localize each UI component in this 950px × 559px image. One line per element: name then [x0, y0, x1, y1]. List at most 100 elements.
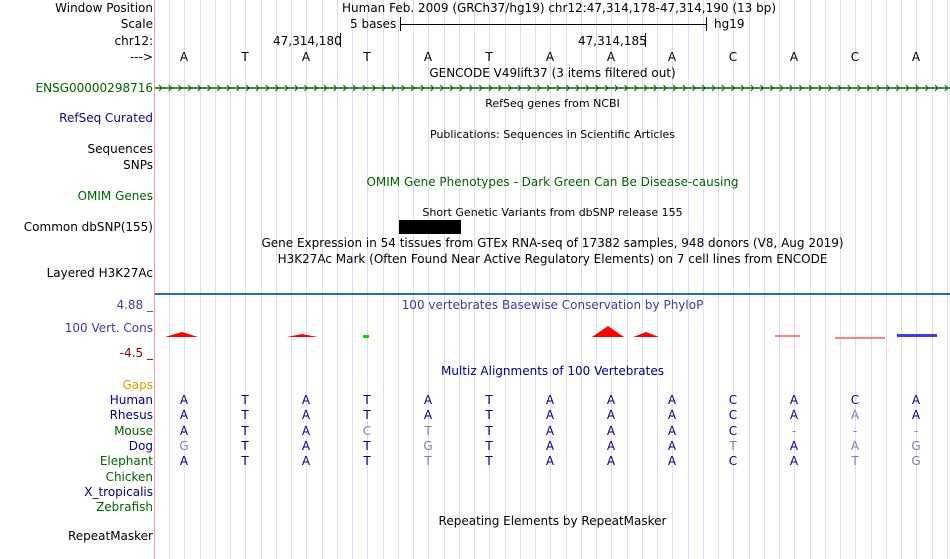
vert-cons-label[interactable]: 100 Vert. Cons: [64, 321, 153, 335]
alignment-base: A: [667, 438, 677, 453]
grid-line: [642, 0, 643, 559]
alignment-base: T: [241, 454, 249, 469]
alignment-base: T: [363, 454, 371, 469]
alignment-base: A: [606, 438, 616, 453]
grid-line: [749, 0, 750, 559]
gene-id-label[interactable]: ENSG00000298716: [35, 81, 153, 95]
alignment-base: G: [911, 454, 921, 469]
multiz-track-title: Multiz Alignments of 100 Vertebrates: [440, 364, 665, 378]
grid-line: [337, 0, 338, 559]
species-label-rhesus[interactable]: Rhesus: [109, 408, 153, 423]
alignment-base: T: [241, 423, 249, 438]
scale-label: Scale: [120, 17, 153, 31]
alignment-base: A: [911, 393, 921, 407]
grid-line: [535, 0, 536, 559]
position-tick: [340, 33, 341, 47]
grid-line: [489, 0, 490, 559]
grid-line: [215, 0, 216, 559]
alignment-base: A: [667, 408, 677, 423]
alignment-base: T: [485, 393, 493, 407]
grid-line: [596, 0, 597, 559]
alignment-base: A: [667, 454, 677, 469]
grid-line: [459, 0, 460, 559]
alignment-base: A: [545, 423, 555, 438]
alignment-base: A: [606, 454, 616, 469]
assembly-label: hg19: [714, 17, 745, 31]
alignment-base: T: [241, 408, 249, 423]
alignment-base: A: [789, 408, 799, 423]
alignment-base: A: [667, 393, 677, 407]
position-title: Human Feb. 2009 (GRCh37/hg19) chr12:47,3…: [342, 1, 777, 15]
snp-feature[interactable]: [399, 220, 461, 234]
alignment-base: A: [301, 438, 311, 453]
phylop-graph[interactable]: [155, 320, 950, 345]
grid-line: [779, 0, 780, 559]
grid-line: [672, 0, 673, 559]
alignment-base: T: [241, 438, 249, 453]
alignment-base: A: [789, 454, 799, 469]
omim-genes-label[interactable]: OMIM Genes: [77, 189, 153, 203]
grid-line: [276, 0, 277, 559]
sequences-label[interactable]: Sequences: [87, 142, 153, 156]
alignment-base: A: [606, 393, 616, 407]
publications-track-title: Publications: Sequences in Scientific Ar…: [430, 128, 675, 141]
species-label-zebrafish[interactable]: Zebrafish: [96, 500, 153, 515]
grid-line: [261, 0, 262, 559]
alignment-base: T: [424, 423, 432, 438]
alignment-base: G: [911, 438, 921, 453]
alignment-base: A: [179, 393, 189, 407]
grid-line: [733, 0, 734, 559]
alignment-base: C: [362, 423, 372, 438]
common-dbsnp-label[interactable]: Common dbSNP(155): [23, 220, 153, 234]
alignment-base: G: [423, 438, 433, 453]
alignment-base: -: [913, 423, 919, 438]
snps-label[interactable]: SNPs: [123, 158, 153, 172]
grid-line: [505, 0, 506, 559]
layered-h3k27ac-label[interactable]: Layered H3K27Ac: [46, 266, 153, 280]
grid-line: [657, 0, 658, 559]
species-label-human[interactable]: Human: [109, 393, 153, 407]
grid-line: [947, 0, 948, 559]
alignment-base: A: [301, 393, 311, 407]
grid-line: [200, 0, 201, 559]
refseq-track-title: RefSeq genes from NCBI: [485, 97, 620, 110]
repeatmasker-label[interactable]: RepeatMasker: [67, 529, 153, 543]
phylop-min-label: -4.5 _: [119, 346, 153, 360]
grid-line: [886, 0, 887, 559]
grid-line: [398, 0, 399, 559]
reference-base: A: [423, 50, 433, 64]
alignment-base: -: [852, 423, 858, 438]
grid-line: [810, 0, 811, 559]
alignment-base: A: [423, 408, 433, 423]
alignment-base: C: [728, 393, 738, 407]
grid-line: [550, 0, 551, 559]
grid-line: [169, 0, 170, 559]
species-label-dog[interactable]: Dog: [128, 438, 153, 453]
alignment-base: T: [363, 408, 371, 423]
reference-base: C: [728, 50, 738, 64]
species-label-x_tropicalis[interactable]: X_tropicalis: [84, 484, 153, 499]
reference-base: A: [667, 50, 677, 64]
grid-line: [611, 0, 612, 559]
alignment-base: C: [728, 454, 738, 469]
grid-line: [932, 0, 933, 559]
alignment-base: A: [606, 408, 616, 423]
grid-line: [520, 0, 521, 559]
species-label-chicken[interactable]: Chicken: [105, 469, 153, 484]
species-label-mouse[interactable]: Mouse: [114, 423, 153, 438]
grid-line: [764, 0, 765, 559]
dbsnp-track-title: Short Genetic Variants from dbSNP releas…: [422, 206, 683, 219]
h3k27ac-track-title: H3K27Ac Mark (Often Found Near Active Re…: [277, 252, 828, 266]
alignment-base: T: [363, 438, 371, 453]
alignment-base: C: [728, 423, 738, 438]
reference-base: A: [179, 50, 189, 64]
species-label-elephant[interactable]: Elephant: [99, 454, 153, 469]
gene-model[interactable]: [155, 82, 950, 94]
repeats-track-title: Repeating Elements by RepeatMasker: [438, 514, 667, 528]
alignment-base: A: [850, 408, 860, 423]
grid-line: [566, 0, 567, 559]
gaps-label: Gaps: [122, 378, 153, 392]
alignment-base: T: [729, 438, 737, 453]
refseq-curated-label[interactable]: RefSeq Curated: [59, 111, 153, 125]
